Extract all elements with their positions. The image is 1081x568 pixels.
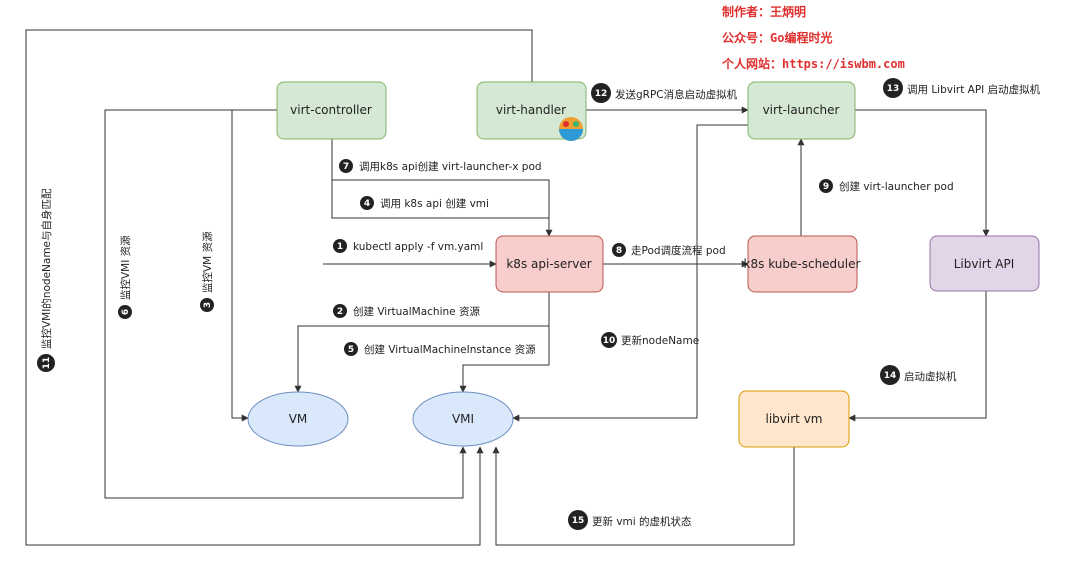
step-number-badge: [333, 304, 347, 318]
step-text: 调用k8s api创建 virt-launcher-x pod: [359, 160, 542, 173]
step-7: 7 调用k8s api创建 virt-launcher-x pod: [339, 159, 542, 173]
step-11: 11 监控VMI的nodeName与自身匹配: [37, 188, 55, 372]
step-text: 走Pod调度流程 pod: [631, 244, 726, 257]
step-2: 2 创建 VirtualMachine 资源: [333, 304, 480, 318]
step-text: 创建 VirtualMachine 资源: [353, 305, 480, 318]
step-3: 3 监控VM 资源: [200, 231, 214, 312]
step-text: 监控VMI的nodeName与自身匹配: [40, 188, 53, 349]
edge-controller-to-vmi: [104, 109, 467, 499]
node-virt-launcher: virt-launcher: [747, 81, 856, 140]
step-text: kubectl apply -f vm.yaml: [353, 241, 483, 253]
step-number: 1: [337, 242, 343, 252]
step-number-badge: [612, 243, 626, 257]
step-text: 更新 vmi 的虚机状态: [592, 515, 692, 528]
node-virt-handler: virt-handler: [476, 81, 587, 140]
credit-website: 个人网站：https://iswbm.com: [721, 56, 905, 71]
credit-author: 制作者：王炳明: [722, 4, 806, 19]
step-text: 发送gRPC消息启动虚拟机: [615, 88, 738, 101]
node-libvirt-vm-label: libvirt vm: [766, 412, 823, 426]
step-text: 创建 VirtualMachineInstance 资源: [364, 343, 536, 356]
step-text: 创建 virt-launcher pod: [839, 180, 954, 193]
node-virt-controller-label: virt-controller: [290, 103, 372, 117]
step-4: 4 调用 k8s api 创建 vmi: [360, 196, 489, 210]
node-vm-label: VM: [289, 412, 308, 426]
step-number-badge: [601, 332, 617, 348]
step-number-badge: [360, 196, 374, 210]
step-number-badge: [333, 239, 347, 253]
step-number: 9: [823, 182, 829, 192]
step-text: 调用 k8s api 创建 vmi: [380, 197, 489, 210]
edge-controller-create-pod: [332, 179, 550, 218]
step-number: 3: [203, 302, 213, 308]
step-15: 15 更新 vmi 的虚机状态: [568, 510, 692, 530]
step-text: 启动虚拟机: [904, 370, 957, 383]
step-13: 13 调用 Libvirt API 启动虚拟机: [883, 78, 1041, 98]
credit-wechat: 公众号：Go编程时光: [722, 30, 832, 45]
step-text: 更新nodeName: [621, 334, 699, 347]
step-number: 8: [616, 246, 622, 256]
virt-handler-badge-icon: [559, 117, 583, 141]
step-8: 8 走Pod调度流程 pod: [612, 243, 726, 257]
step-number: 12: [595, 89, 608, 99]
step-number-badge: [568, 510, 588, 530]
edge-launcher-to-libvirt-api: [855, 109, 990, 237]
step-text: 监控VM 资源: [201, 231, 214, 293]
step-number-badge: [880, 365, 900, 385]
edge-apiserver-to-vm: [294, 292, 550, 393]
node-libvirt-api-label: Libvirt API: [954, 257, 1015, 271]
step-10: 10 更新nodeName: [601, 332, 699, 348]
step-number: 15: [572, 516, 585, 526]
step-number: 13: [887, 84, 900, 94]
step-number: 2: [337, 307, 343, 317]
edge-launcher-to-vmi: [512, 124, 748, 422]
edge-libvirt-api-to-vm: [848, 291, 987, 422]
node-virt-controller: virt-controller: [276, 81, 387, 140]
step-number-badge: [200, 298, 214, 312]
step-number: 5: [348, 345, 354, 355]
node-virt-handler-label: virt-handler: [496, 103, 566, 117]
step-text: 调用 Libvirt API 启动虚拟机: [907, 83, 1041, 96]
step-1: 1 kubectl apply -f vm.yaml: [333, 239, 483, 253]
step-text: 监控VMI 资源: [119, 235, 132, 300]
step-number: 10: [603, 336, 616, 346]
step-number: 11: [42, 357, 52, 370]
node-vm: VM: [247, 391, 349, 447]
step-number-badge: [339, 159, 353, 173]
step-number: 14: [884, 371, 897, 381]
step-12: 12 发送gRPC消息启动虚拟机: [591, 83, 738, 103]
step-number-badge: [37, 354, 55, 372]
step-number: 7: [343, 162, 349, 172]
step-6: 6 监控VMI 资源: [118, 235, 132, 319]
step-5: 5 创建 VirtualMachineInstance 资源: [344, 342, 536, 356]
step-14: 14 启动虚拟机: [880, 365, 957, 385]
step-number-badge: [819, 179, 833, 193]
node-vmi: VMI: [412, 391, 514, 447]
edge-libvirt-vm-to-vmi: [492, 446, 795, 546]
node-vmi-label: VMI: [452, 412, 474, 426]
edge-virt-handler-to-vmi: [25, 29, 533, 546]
node-api-server-label: k8s api-server: [506, 257, 591, 271]
node-libvirt-vm: libvirt vm: [738, 390, 850, 448]
edge-controller-to-vm: [231, 110, 249, 422]
node-api-server: k8s api-server: [495, 235, 604, 293]
step-9: 9 创建 virt-launcher pod: [819, 179, 954, 193]
node-libvirt-api: Libvirt API: [929, 235, 1040, 292]
step-number-badge: [118, 305, 132, 319]
step-number: 6: [121, 309, 131, 315]
step-number: 4: [364, 199, 370, 209]
node-kube-scheduler-label: k8s kube-scheduler: [744, 257, 861, 271]
edge-apiserver-to-vmi: [459, 326, 550, 393]
step-number-badge: [883, 78, 903, 98]
edge-controller-to-apiserver: [331, 139, 553, 237]
step-number-badge: [344, 342, 358, 356]
node-kube-scheduler: k8s kube-scheduler: [744, 235, 861, 293]
step-number-badge: [591, 83, 611, 103]
node-virt-launcher-label: virt-launcher: [763, 103, 840, 117]
